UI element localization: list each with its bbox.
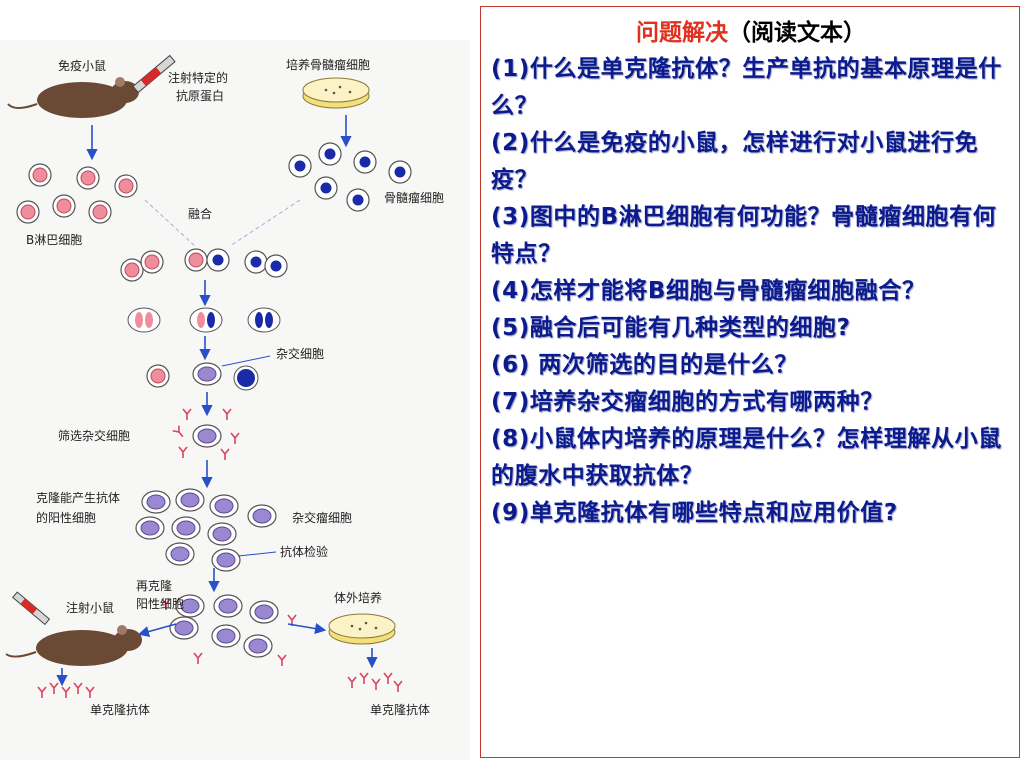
fusion-label: 融合 (188, 206, 212, 221)
question-8: (8)小鼠体内培养的原理是什么？怎样理解从小鼠的腹水中获取抗体？ (491, 426, 1002, 489)
reclone-label-2: 阳性细胞 (136, 597, 184, 611)
culture-dish-icon (328, 613, 396, 645)
hybridoma-label: 杂交瘤细胞 (292, 510, 352, 525)
converge-line (144, 199, 196, 247)
question-4: (4)怎样才能将B细胞与骨髓瘤细胞融合？ (491, 278, 926, 304)
question-5: (5)融合后可能有几种类型的细胞? (491, 315, 851, 341)
petri-dish-icon (302, 77, 370, 109)
hybrid-cell-row (146, 362, 259, 391)
leader-line (221, 355, 271, 367)
inject-antigen-label-2: 抗原蛋白 (176, 88, 224, 103)
question-2: (2)什么是免疫的小鼠，怎样进行对小鼠进行免疫？ (491, 130, 979, 193)
panel-title: 问题解决（阅读文本） (491, 17, 1011, 49)
b-lymphocyte-label: B淋巴细胞 (26, 233, 82, 247)
inject-mouse-label: 注射小鼠 (66, 600, 114, 615)
binucleate-cells (127, 307, 281, 333)
culture-myeloma-label: 培养骨髓瘤细胞 (286, 57, 370, 72)
question-7: (7)培养杂交瘤细胞的方式有哪两种？ (491, 389, 884, 415)
injected-mouse-icon (5, 591, 142, 666)
antibody-test-label: 抗体检验 (280, 544, 328, 559)
question-panel: 问题解决（阅读文本） (1)什么是单克隆抗体？生产单抗的基本原理是什么？ (2)… (480, 6, 1020, 758)
question-3: (3)图中的B淋巴细胞有何功能？骨髓瘤细胞有何特点？ (491, 204, 997, 267)
question-6: (6) 两次筛选的目的是什么？ (491, 352, 799, 378)
leader-line (237, 551, 277, 557)
immune-mouse-icon (7, 77, 139, 118)
mab-left-label: 单克隆抗体 (90, 702, 150, 717)
clone-label-2: 的阳性细胞 (36, 510, 96, 525)
immune-mouse-label: 免疫小鼠 (58, 58, 106, 73)
panel-title-rest: （阅读文本） (728, 20, 866, 46)
hybrid-cell-label: 杂交细胞 (276, 346, 324, 361)
panel-title-highlight: 问题解决 (636, 20, 728, 46)
in-vitro-label: 体外培养 (334, 590, 382, 605)
myeloma-cell-label: 骨髓瘤细胞 (384, 190, 444, 205)
screen-hybrid-label: 筛选杂交细胞 (58, 428, 130, 443)
arrow (137, 623, 177, 637)
arrow (287, 623, 327, 635)
clone-label-1: 克隆能产生抗体 (36, 490, 120, 505)
hybridoma-diagram: 免疫小鼠 注射特定的 抗原蛋白 培养骨髓瘤细胞 B淋巴细胞 骨髓瘤细胞 融合 杂 (0, 40, 470, 760)
question-9: (9)单克隆抗体有哪些特点和应用价值? (491, 500, 898, 526)
inject-antigen-label-1: 注射特定的 (168, 70, 228, 85)
question-1: (1)什么是单克隆抗体？生产单抗的基本原理是什么？ (491, 56, 1002, 119)
mab-right-label: 单克隆抗体 (370, 702, 430, 717)
reclone-label-1: 再克隆 (136, 578, 172, 593)
syringe-icon (132, 54, 176, 94)
